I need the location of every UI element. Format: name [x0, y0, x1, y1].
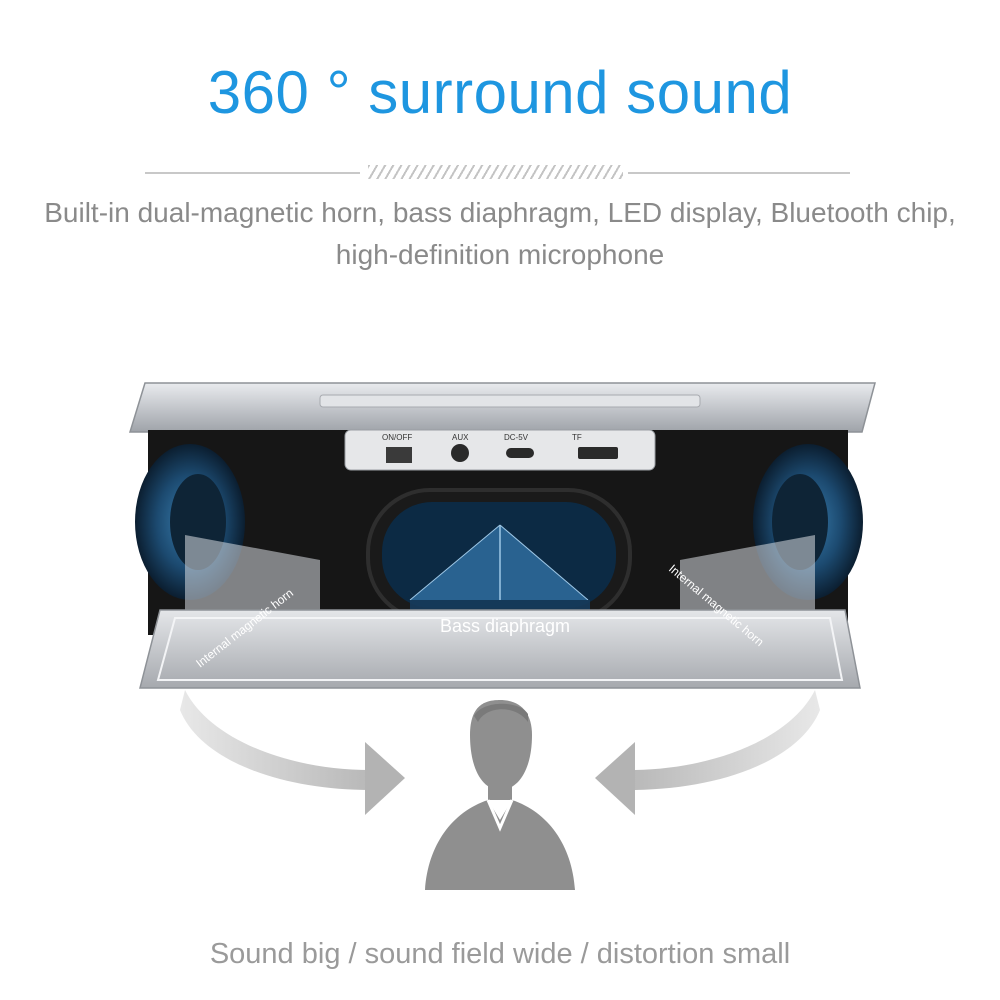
speaker-front-tray [139, 609, 861, 689]
subtitle-line-2: high-definition microphone [335, 239, 665, 270]
right-sound-arrow [595, 690, 820, 815]
label-bass-diaphragm: Bass diaphragm [440, 616, 570, 636]
headline: 360 ° surround sound [207, 59, 793, 126]
port-label-dc: DC-5V [504, 433, 529, 442]
port-label-tf: TF [572, 433, 582, 442]
divider-right [628, 172, 850, 174]
aux-port [451, 444, 469, 462]
bass-diaphragm [366, 488, 632, 640]
port-panel: ON/OFF AUX DC-5V TF [382, 433, 618, 463]
divider-hatch [368, 165, 623, 179]
port-label-aux: AUX [452, 433, 469, 442]
subtitle: Built-in dual-magnetic horn, bass diaphr… [40, 192, 960, 276]
subtitle-line-1: Built-in dual-magnetic horn, bass diaphr… [44, 197, 956, 228]
speaker-top-panel [128, 382, 876, 433]
speaker-illustration: ON/OFF AUX DC-5V TF Bass diaphragm Inter… [128, 382, 876, 890]
listener-icon [425, 700, 575, 890]
divider-left [145, 172, 360, 174]
left-sound-arrow [180, 690, 405, 815]
power-switch [386, 447, 412, 463]
dc-port [506, 448, 534, 458]
tf-slot [578, 447, 618, 459]
footer-tagline: Sound big / sound field wide / distortio… [209, 938, 791, 970]
port-label-on-off: ON/OFF [382, 433, 412, 442]
